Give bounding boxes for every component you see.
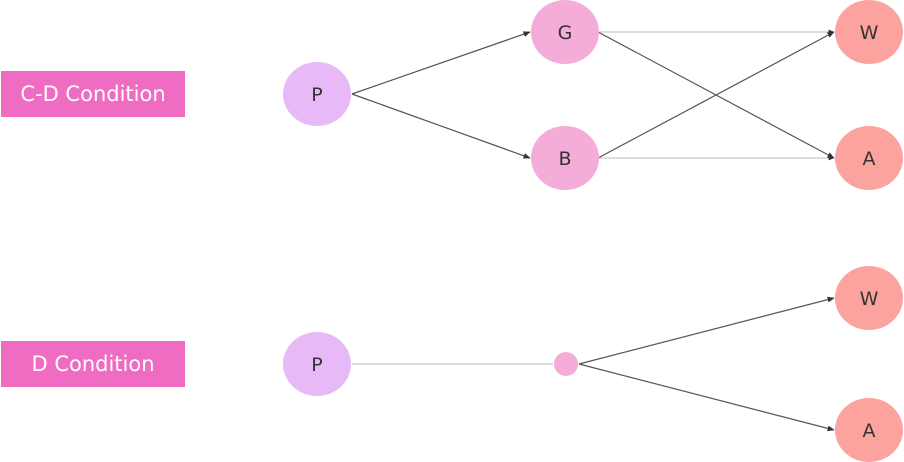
d-node-a: A	[835, 398, 903, 462]
edge-b-to-w	[597, 31, 835, 159]
d-node-a-label: A	[863, 420, 876, 442]
d-node-w: W	[835, 266, 903, 330]
edge-hub-to-a	[578, 363, 835, 432]
edge-hub-to-w	[578, 296, 835, 365]
cd-node-p-label: P	[311, 84, 322, 106]
d-condition-label: D Condition	[1, 341, 185, 387]
cd-node-a-label: A	[863, 148, 876, 170]
cd-condition-label: C-D Condition	[1, 71, 185, 117]
cd-node-b-label: B	[558, 148, 571, 170]
cd-node-w: W	[835, 0, 903, 64]
d-node-p: P	[283, 332, 351, 396]
cd-node-a: A	[835, 126, 903, 190]
cd-node-g-label: G	[558, 22, 573, 44]
d-node-p-label: P	[311, 354, 322, 376]
cd-node-g: G	[531, 0, 599, 64]
edge-p-to-b	[351, 93, 531, 159]
cd-node-b: B	[531, 126, 599, 190]
d-node-w-label: W	[860, 288, 879, 310]
edge-p-to-g	[351, 31, 531, 95]
cd-node-w-label: W	[860, 22, 879, 44]
d-hub-node	[554, 352, 578, 376]
cd-node-p: P	[283, 62, 351, 126]
